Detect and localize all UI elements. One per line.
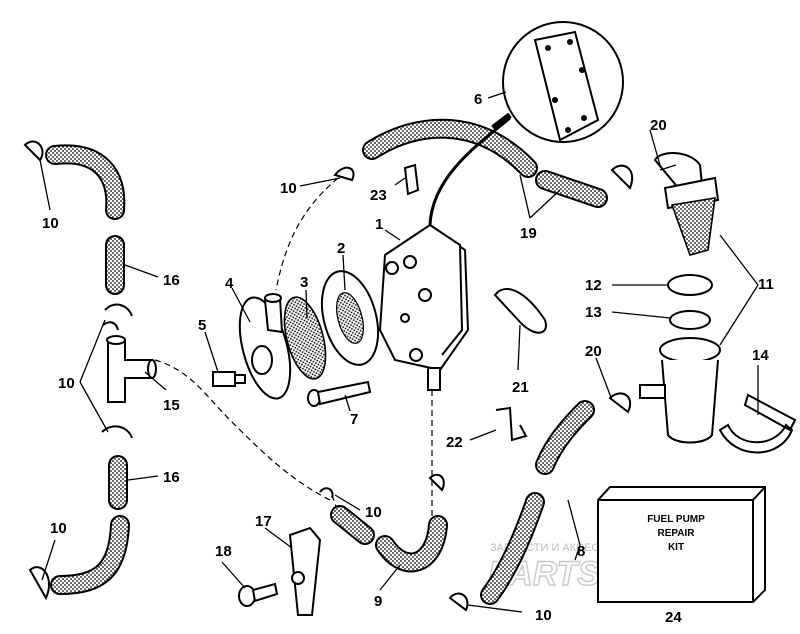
bracket-17: [288, 526, 322, 616]
filter-screen: [283, 296, 327, 380]
callout-22: 22: [446, 434, 463, 451]
filter-strap: [718, 393, 797, 454]
fuel-pump-body: [378, 223, 470, 391]
callout-15: 15: [163, 397, 180, 414]
o-ring-12: [667, 274, 713, 296]
callout-21: 21: [512, 379, 529, 396]
mounting-gasket: [493, 288, 547, 334]
callout-2: 2: [337, 240, 345, 257]
fuel-filter-top: [653, 152, 720, 256]
clamp-10-lower-mid: [428, 473, 445, 492]
clip-23: [403, 163, 420, 196]
clamp-10-mid-1: [104, 303, 133, 317]
hose-elbow-lower-left: [50, 515, 130, 595]
clamp-10-bottom: [448, 592, 469, 612]
clamp-10-upper-left: [23, 140, 44, 162]
callout-11: 11: [758, 276, 774, 293]
callout-16-a: 16: [163, 272, 180, 289]
callout-14: 14: [752, 347, 769, 364]
gasket-detail-circle: [502, 21, 624, 143]
clamp-10-lower-left: [28, 566, 50, 601]
callout-10-e: 10: [365, 504, 382, 521]
callout-10-a: 10: [280, 180, 297, 197]
callout-10-f: 10: [535, 607, 552, 624]
hose-elbow-upper-left: [45, 144, 126, 220]
callout-1: 1: [375, 216, 383, 233]
hose-9-elbow: [375, 515, 448, 573]
callout-18: 18: [215, 543, 232, 560]
cover-screw: [212, 371, 246, 387]
clamp-20-lower: [608, 392, 631, 414]
clamp-20-upper: [610, 164, 633, 190]
callout-labels: 1 2 3 4 5 6 7 8 9 10 10 10 10 10 10 11 1…: [42, 91, 774, 626]
hose-9-short: [330, 505, 375, 545]
kit-label-line2: REPAIR: [657, 528, 695, 539]
callout-10-c: 10: [58, 375, 75, 392]
clamp-10-lower-mid-2: [319, 487, 334, 499]
hose-19-short: [535, 170, 608, 208]
callout-9: 9: [374, 593, 382, 610]
callout-13: 13: [585, 304, 602, 321]
callout-3: 3: [300, 274, 308, 291]
callout-19: 19: [520, 225, 537, 242]
callout-5: 5: [198, 317, 206, 334]
callout-23: 23: [370, 187, 387, 204]
t-fitting: [106, 335, 157, 403]
hose-19-upper: [362, 118, 538, 178]
callout-10-b: 10: [42, 215, 59, 232]
callout-16-b: 16: [163, 469, 180, 486]
leader-lines: [39, 91, 759, 613]
callout-7: 7: [350, 411, 358, 428]
vent-line-end: [491, 112, 512, 131]
hose-8-lower: [480, 492, 545, 605]
callout-4: 4: [225, 275, 234, 292]
callout-20-a: 20: [650, 117, 667, 134]
o-ring-13: [669, 310, 711, 330]
callout-6: 6: [474, 91, 482, 108]
diaphragm: [320, 270, 380, 366]
callout-20-b: 20: [585, 343, 602, 360]
kit-label-line1: FUEL PUMP: [647, 514, 705, 525]
pump-cover: [238, 293, 292, 400]
repair-kit-box: FUEL PUMP REPAIR KIT: [597, 486, 766, 603]
callout-12: 12: [585, 277, 602, 294]
kit-label-line3: KIT: [668, 542, 684, 553]
clamp-10-lower: [101, 425, 133, 439]
callout-17: 17: [255, 513, 272, 530]
callout-24: 24: [665, 609, 682, 626]
clamp-10-mid-2: [102, 321, 119, 331]
callout-8: 8: [577, 543, 585, 560]
clamp-10-top: [333, 166, 355, 182]
mounting-screw: [307, 380, 372, 407]
bracket-screw: [238, 582, 279, 607]
hose-8-upper: [535, 400, 595, 475]
callout-10-d: 10: [50, 520, 67, 537]
clip-22: [495, 406, 528, 442]
filter-bowl: [639, 337, 721, 444]
